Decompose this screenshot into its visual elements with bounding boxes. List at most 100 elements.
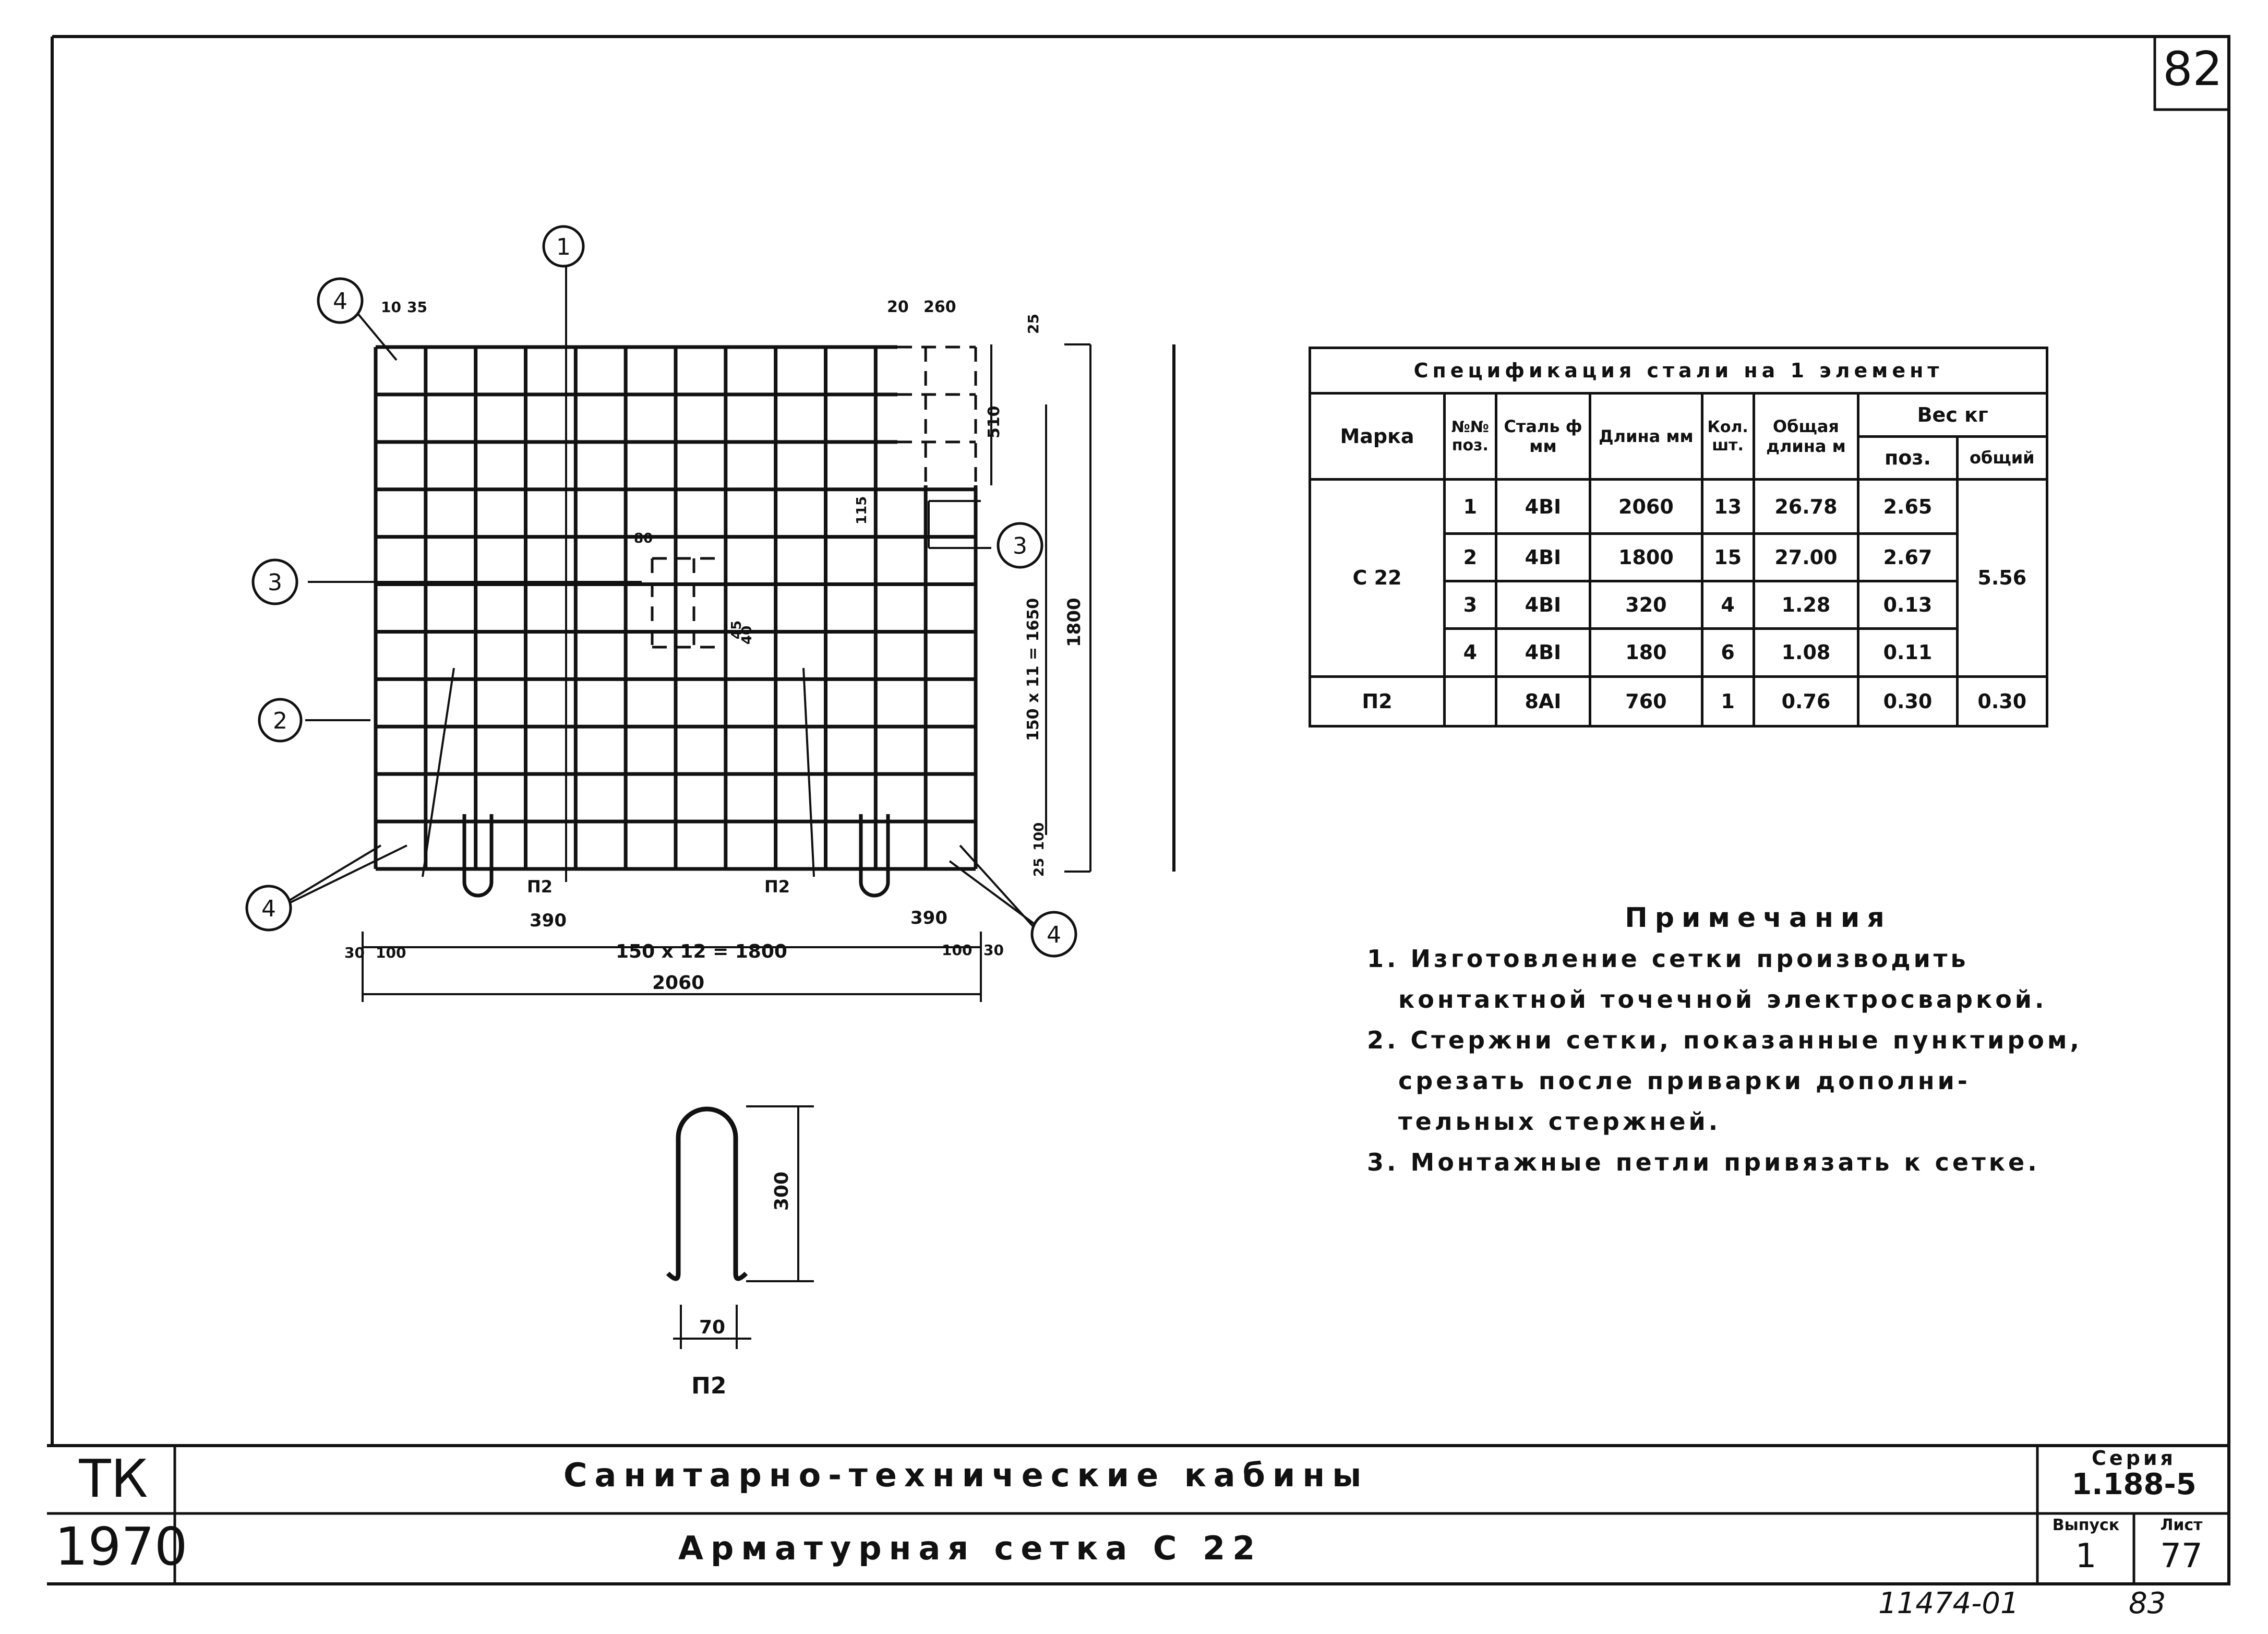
- callout-3-left: 3: [251, 558, 298, 605]
- dim-35-top: 35: [407, 299, 427, 316]
- cell-wpos: 0.11: [1857, 627, 1959, 678]
- note-line: 1. Изготовление сетки производить: [1367, 945, 1969, 973]
- dim-30-left: 30: [344, 944, 365, 961]
- p2-wtotal: 0.30: [1955, 675, 2049, 728]
- mesh-loops: [462, 814, 890, 898]
- spec-row: 3 4ВI 320 4 1.28 0.13: [1310, 580, 2047, 630]
- dim-115: 115: [854, 496, 870, 524]
- hdr-weight-pos: поз.: [1857, 435, 1959, 481]
- dim-right-offset: 390: [910, 908, 947, 928]
- dim-100-right: 100: [942, 941, 972, 959]
- hdr-weight-total: общий: [1955, 435, 2049, 481]
- p2-wpos: 0.30: [1857, 675, 1959, 728]
- loop-height: 300: [771, 1172, 793, 1211]
- hdr-marka: Марка: [1308, 391, 1446, 481]
- note-line: контактной точечной электросваркой.: [1398, 985, 2047, 1013]
- dim-10-top: 10: [381, 299, 401, 316]
- archive-number: 11474-01: [1878, 1587, 2019, 1620]
- note-line: срезать после приварки дополни-: [1398, 1067, 1971, 1095]
- cell-steel: 4ВI: [1494, 478, 1592, 535]
- cell-wpos: 0.13: [1857, 580, 1959, 630]
- hdr-length: Длина мм: [1589, 391, 1703, 481]
- hdr-steel: Сталь ф мм: [1494, 391, 1592, 481]
- dim-left-offset: 390: [530, 910, 567, 931]
- p2-mark: П2: [1308, 675, 1446, 728]
- dim-25-top: 25: [1025, 314, 1042, 334]
- cell-length: 1800: [1589, 532, 1703, 583]
- cell-total: 1.28: [1752, 580, 1860, 630]
- callout-3-right: 3: [997, 522, 1043, 569]
- callout-4-top-label: 4: [333, 288, 347, 315]
- cell-pos: 1: [1443, 478, 1497, 535]
- spec-row-p2: П2 8АI 760 1 0.76 0.30 0.30: [1308, 675, 2049, 728]
- cell-total: 27.00: [1752, 532, 1860, 583]
- sheet-frame: [47, 35, 2230, 1585]
- note-line: тельных стержней.: [1398, 1107, 1721, 1136]
- cell-pos: 3: [1443, 580, 1497, 630]
- dim-overall-height: 1800: [1064, 598, 1085, 647]
- hdr-total-length: Общая длина м: [1752, 391, 1860, 481]
- callout-1-label: 1: [556, 234, 571, 260]
- c22-weight-total: 5.56: [1955, 478, 2049, 678]
- note-line: 2. Стержни сетки, показанные пунктиром,: [1367, 1026, 2082, 1054]
- p2-length: 760: [1589, 675, 1703, 728]
- dim-45: 45: [729, 621, 745, 639]
- notes-title: Примечания: [1625, 902, 1892, 934]
- loop-p2-detail: 300 70 П2: [666, 1105, 814, 1399]
- steel-spec-table: Спецификация стали на 1 элемент Марка №№…: [1308, 347, 2049, 728]
- cell-qty: 4: [1700, 580, 1755, 630]
- issue-label: Выпуск: [2052, 1516, 2120, 1534]
- sheet-label: Лист: [2160, 1516, 2203, 1534]
- p2-steel: 8АI: [1494, 675, 1592, 728]
- p2-qty: 1: [1700, 675, 1755, 728]
- loop-detail-label: П2: [691, 1373, 726, 1399]
- callout-2-label: 2: [273, 708, 287, 734]
- callout-4-bottom-left: 4: [245, 885, 292, 932]
- dim-40: 40: [739, 626, 755, 645]
- loop-label-right: П2: [764, 877, 790, 897]
- cell-steel: 4ВI: [1494, 580, 1592, 630]
- dim-20: 20: [887, 298, 909, 316]
- cell-total: 26.78: [1752, 478, 1860, 535]
- callout-leaders: [289, 312, 1035, 927]
- spec-row: С 22 1 4ВI 2060 13 26.78 2.65 5.56: [1308, 478, 2049, 678]
- callout-3-left-label: 3: [268, 569, 282, 596]
- sheet-value: 77: [2160, 1537, 2203, 1576]
- cell-length: 2060: [1589, 478, 1703, 535]
- dim-100-left: 100: [376, 944, 406, 961]
- notes-block: Примечания 1. Изготовление сетки произво…: [1367, 898, 2097, 1183]
- callout-4-bottom-left-label: 4: [261, 896, 276, 922]
- callout-2: 2: [258, 698, 303, 743]
- dim-vertical-span: 150 x 11 = 1650: [1024, 598, 1042, 741]
- loop-label-left: П2: [527, 877, 553, 897]
- dim-100-bottom: 100: [1031, 822, 1047, 851]
- project-title: Санитарно-технические кабины: [563, 1456, 1369, 1494]
- dim-260: 260: [923, 298, 956, 316]
- dimension-lines: [305, 256, 1175, 1002]
- cell-wpos: 2.67: [1857, 532, 1959, 583]
- cell-qty: 13: [1700, 478, 1755, 535]
- cell-pos: 4: [1443, 627, 1497, 678]
- p2-total: 0.76: [1752, 675, 1860, 728]
- year: 1970: [55, 1516, 188, 1577]
- callout-1: 1: [542, 225, 585, 268]
- dim-30-right: 30: [983, 941, 1004, 959]
- title-block-lines: [47, 1446, 2230, 1584]
- dim-overall-width: 2060: [652, 972, 704, 994]
- cell-qty: 15: [1700, 532, 1755, 583]
- loop-width: 70: [699, 1317, 725, 1338]
- reinforcement-mesh: [374, 345, 978, 871]
- dim-80: 80: [634, 531, 653, 546]
- spec-row: 2 4ВI 1800 15 27.00 2.67: [1310, 532, 2047, 583]
- hdr-pos: №№ поз.: [1443, 391, 1497, 481]
- dimension-texts: 150 x 12 = 1800 2060 390 390 30 100 100 …: [344, 298, 1085, 994]
- dim-25-bottom: 25: [1031, 858, 1047, 877]
- series-label: Серия: [2092, 1447, 2176, 1470]
- cell-length: 320: [1589, 580, 1703, 630]
- dim-510: 510: [985, 405, 1003, 438]
- mark-c22: С 22: [1308, 478, 1446, 678]
- cell-length: 180: [1589, 627, 1703, 678]
- p2-pos: [1443, 675, 1497, 728]
- org-code: ТК: [79, 1448, 148, 1509]
- spec-title: Спецификация стали на 1 элемент: [1309, 347, 2048, 395]
